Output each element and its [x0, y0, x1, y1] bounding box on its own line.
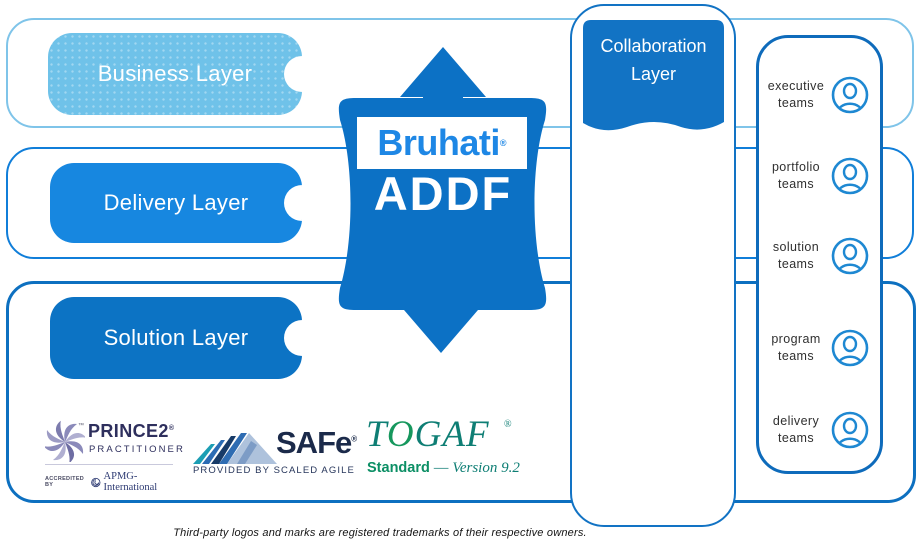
down-arrow-icon [398, 270, 484, 353]
pill-notch [284, 320, 302, 356]
safe-subtitle: PROVIDED BY SCALED AGILE [193, 465, 355, 476]
pill-notch [284, 56, 302, 92]
apmg-swirl-icon [91, 477, 101, 487]
bruhati-trademark-icon: ® [499, 138, 507, 148]
business-layer-label: Business Layer [97, 61, 253, 86]
registered-mark: ® [168, 425, 175, 432]
delivery-layer-label: Delivery Layer [103, 190, 249, 215]
prince2-pinwheel-icon: ™ [45, 420, 85, 462]
solution-layer-pill: Solution Layer [50, 297, 302, 379]
delivery-layer-pill: Delivery Layer [50, 163, 302, 243]
accredited-by-label: ACCREDITED BY [45, 476, 85, 488]
togaf-standard-line: Standard — Version 9.2 [367, 460, 520, 476]
bruhati-logo-text: Bruhati [377, 122, 500, 163]
safe-name: SAFe® [276, 425, 357, 460]
prince2-accreditation: ACCREDITED BY APMG-International [45, 471, 180, 493]
solution-layer-label: Solution Layer [103, 325, 249, 350]
pill-notch [284, 185, 302, 221]
business-layer-pill: Business Layer [48, 33, 302, 115]
addf-title: ADDF [373, 167, 513, 220]
prince2-logo: ™ PRINCE2® PRACTITIONER ACCREDITED BY AP… [45, 417, 183, 493]
trademark-disclaimer: Third-party logos and marks are register… [173, 527, 587, 539]
collaboration-layer-label: Collaboration Layer [600, 36, 707, 84]
safe-mountains-icon [193, 433, 277, 464]
person-icon [831, 237, 869, 275]
up-arrow-icon [400, 47, 486, 130]
togaf-name: TOGAF [366, 414, 490, 455]
person-icon [831, 76, 869, 114]
safe-logo: SAFe® PROVIDED BY SCALED AGILE [193, 425, 357, 481]
person-icon [831, 329, 869, 367]
registered-mark: ® [504, 419, 512, 430]
person-icon [831, 411, 869, 449]
bruhati-logo-box: Bruhati® [357, 117, 527, 169]
svg-text:™: ™ [78, 422, 84, 429]
collaboration-box-shape [583, 20, 724, 131]
person-icon [831, 157, 869, 195]
prince2-name: PRINCE2® [88, 421, 175, 441]
prince2-subtitle: PRACTITIONER [89, 444, 185, 455]
collaboration-layer-column: Collaboration Layer [570, 4, 736, 527]
togaf-logo: TOGAF ® Standard — Version 9.2 [366, 414, 536, 481]
apmg-name: APMG-International [103, 471, 158, 493]
divider [45, 464, 173, 465]
registered-mark: ® [351, 434, 357, 444]
